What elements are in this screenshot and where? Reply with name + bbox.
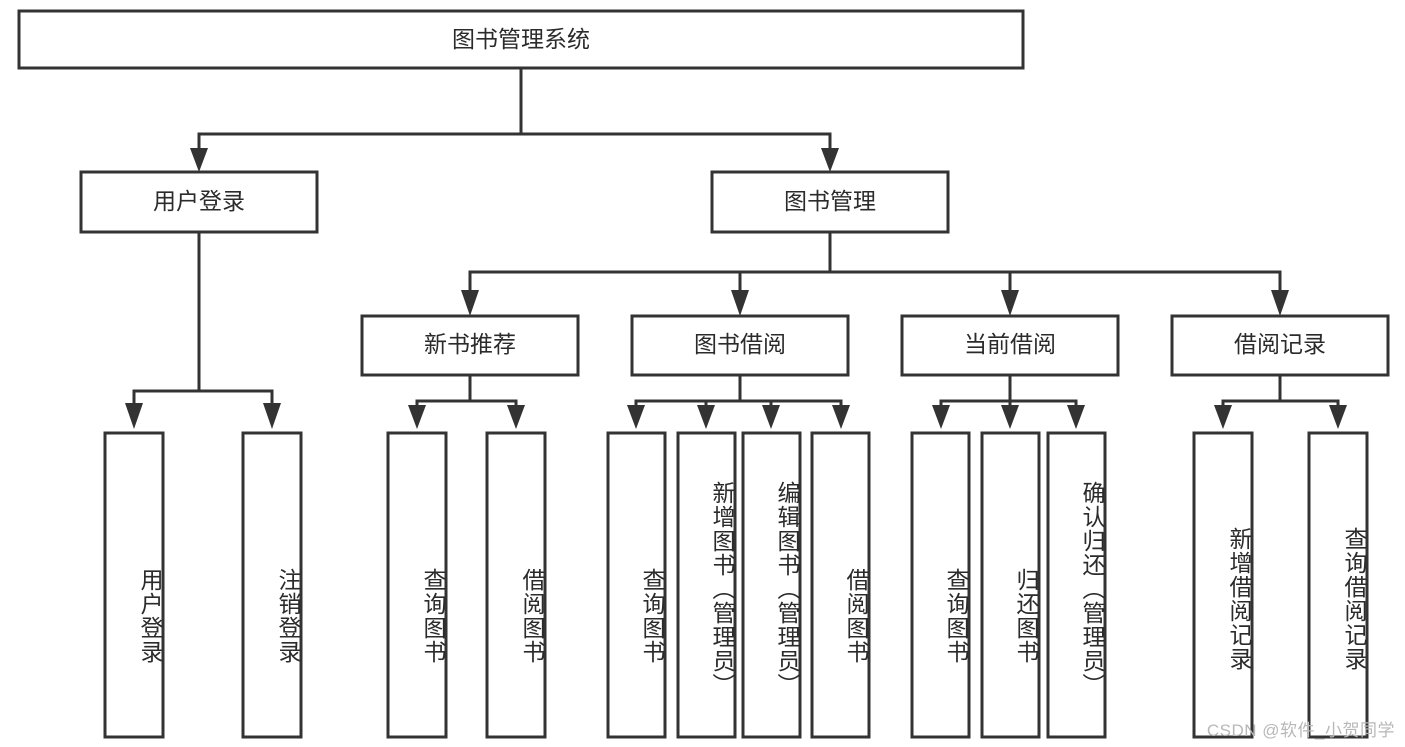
node-root-label: 图书管理系统 [452,26,590,52]
arrow-head-leaf-user-login-2 [263,403,281,429]
arrow-head-new-book-leaf-1 [408,405,426,429]
arrow-head-current-borrow-leaf-3 [1067,405,1085,429]
node-layer: 图书管理系统 用户登录 图书管理 新书推荐 图书借阅 当前借阅 借阅记录 [17,9,1390,739]
node-leaf-user-login-1-box[interactable] [103,431,165,739]
arrow-head-borrow-record-leaf-1 [1214,405,1232,429]
arrow-head-current-borrow [1001,290,1019,316]
node-leaf-user-login-2-box[interactable] [241,431,303,739]
node-leaf-book-borrow-4-box[interactable] [810,431,871,739]
arrow-head-book-borrow-leaf-2 [697,405,715,429]
node-borrow-record-box[interactable] [1170,314,1390,377]
arrow-head-new-book-leaf-2 [507,405,525,429]
node-current-borrow-box[interactable] [900,314,1120,377]
arrow-head-current-borrow-leaf-2 [1001,405,1019,429]
arrow-head-book-borrow-leaf-3 [762,405,780,429]
node-new-book-label: 新书推荐 [424,331,516,357]
node-borrow-record-label: 借阅记录 [1234,331,1326,357]
node-book-borrow-box[interactable] [630,314,850,377]
node-book-mgmt-box[interactable] [710,170,950,234]
csdn-watermark: CSDN @软件_小贺同学 [1206,721,1395,740]
node-new-book-box[interactable] [360,314,580,377]
arrow-head-book-borrow-leaf-4 [832,405,850,429]
node-leaf-new-book-2-box[interactable] [485,431,547,739]
arrow-head-user-login [190,148,208,172]
node-leaf-current-borrow-3-box[interactable] [1046,431,1107,739]
arrow-head-leaf-user-login-1 [125,403,143,429]
node-leaf-book-borrow-3-box[interactable] [741,431,802,739]
node-leaf-current-borrow-1-box[interactable] [910,431,971,739]
node-book-mgmt-label: 图书管理 [784,188,876,214]
arrow-head-book-borrow-leaf-1 [627,405,645,429]
connector-layer [125,66,1347,429]
arrow-head-borrow-record-leaf-2 [1329,405,1347,429]
node-leaf-borrow-record-2-box[interactable] [1307,431,1369,739]
arrow-head-new-book [461,290,479,316]
arrow-head-current-borrow-leaf-1 [932,405,950,429]
arrow-head-book-mgmt [821,148,839,172]
arrow-head-borrow-record [1271,290,1289,316]
node-user-login-label: 用户登录 [153,188,245,214]
node-leaf-book-borrow-2-box[interactable] [676,431,737,739]
arrow-head-book-borrow [731,290,749,316]
node-leaf-borrow-record-1-box[interactable] [1192,431,1254,739]
node-user-login-box[interactable] [79,170,319,234]
node-leaf-current-borrow-2-box[interactable] [980,431,1041,739]
node-book-borrow-label: 图书借阅 [694,331,786,357]
node-root-box[interactable] [17,9,1025,70]
node-current-borrow-label: 当前借阅 [964,331,1056,357]
node-leaf-new-book-1-box[interactable] [386,431,448,739]
node-leaf-book-borrow-1-box[interactable] [606,431,667,739]
